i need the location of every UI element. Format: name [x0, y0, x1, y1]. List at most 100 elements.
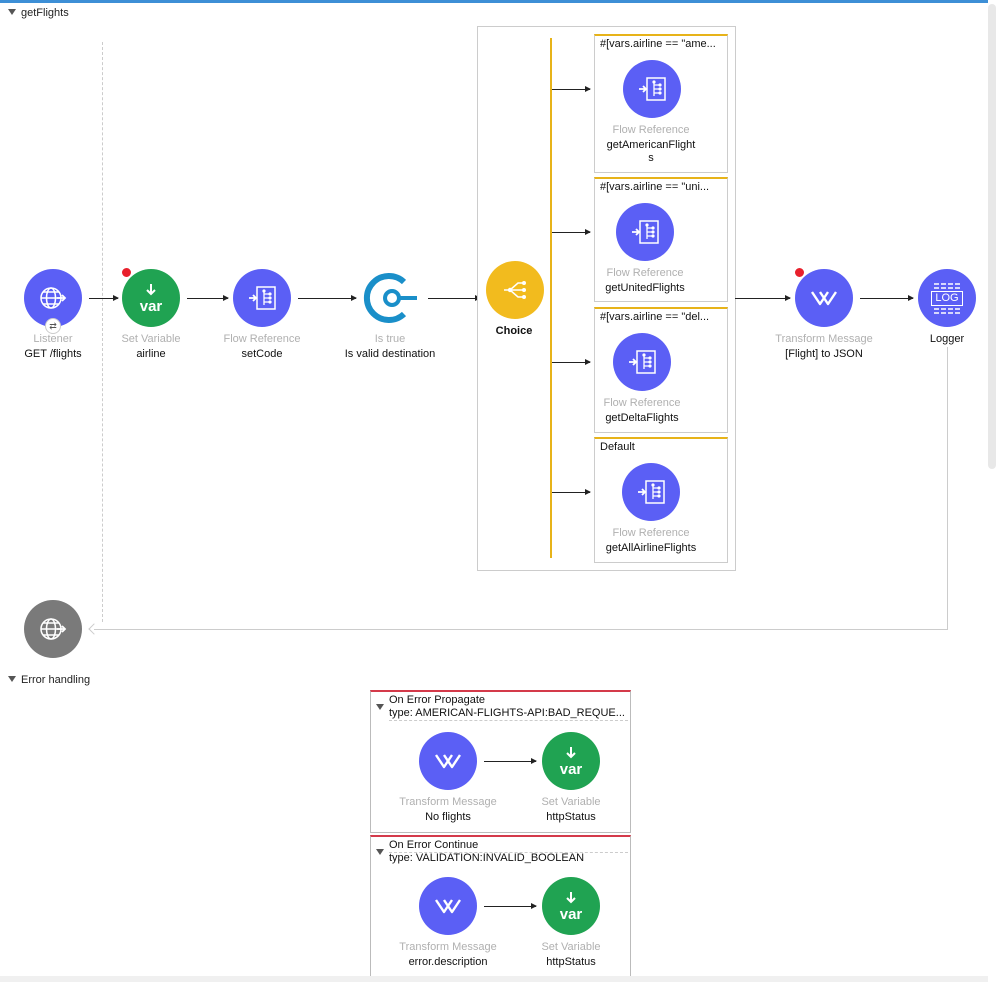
choice-name-label: Choice — [495, 325, 533, 337]
error-transform-node-2[interactable] — [419, 877, 477, 935]
flow-reference-all-node[interactable] — [622, 463, 680, 521]
error-transform-name-1: No flights — [425, 811, 471, 823]
route-2-name-label: getUnitedFlights — [605, 282, 685, 294]
choice-icon — [504, 281, 526, 299]
flow-arrow — [89, 295, 119, 301]
error-transform-type-2: Transform Message — [399, 941, 497, 953]
route-expression: #[vars.airline == "uni... — [600, 181, 710, 193]
breakpoint-dot[interactable] — [121, 267, 132, 278]
error-handler-type: type: VALIDATION:INVALID_BOOLEAN — [389, 852, 585, 864]
var-icon: var — [560, 746, 582, 777]
flow-reference-icon — [249, 286, 276, 310]
validation-icon — [363, 273, 417, 323]
transform-message-node[interactable] — [795, 269, 853, 327]
flow-reference-icon — [639, 77, 666, 101]
error-set-variable-name-2: httpStatus — [546, 956, 596, 968]
flow-arrow — [484, 903, 537, 909]
error-set-variable-type-1: Set Variable — [541, 796, 601, 808]
globe-arrow-icon — [40, 287, 67, 309]
transform-name-label: [Flight] to JSON — [785, 348, 863, 360]
set-variable-name-label: airline — [136, 348, 166, 360]
var-icon: var — [560, 891, 582, 922]
listener-node[interactable] — [24, 269, 82, 327]
choice-node[interactable] — [486, 261, 544, 319]
flow-title[interactable]: getFlights — [8, 7, 69, 19]
flow-arrow — [428, 295, 481, 301]
return-path-horizontal — [94, 629, 948, 630]
route-expression: Default — [600, 441, 635, 453]
flow-reference-icon — [629, 350, 656, 374]
source-divider — [102, 42, 103, 622]
choice-branch-line — [550, 38, 552, 558]
is-true-name-label: Is valid destination — [344, 348, 436, 360]
route-arrow — [552, 86, 591, 92]
globe-icon — [40, 618, 67, 640]
flow-reference-type-label: Flow Reference — [223, 333, 301, 345]
flow-reference-delta-node[interactable] — [613, 333, 671, 391]
flow-arrow — [735, 295, 791, 301]
flow-reference-united-node[interactable] — [616, 203, 674, 261]
error-transform-type-1: Transform Message — [399, 796, 497, 808]
transform-icon — [435, 899, 461, 914]
error-set-variable-node-2[interactable]: var — [542, 877, 600, 935]
flow-arrow — [187, 295, 229, 301]
top-accent-bar — [0, 0, 988, 3]
route-1-name-wrap: s — [648, 152, 654, 164]
route-arrow — [552, 229, 591, 235]
error-set-variable-node-1[interactable]: var — [542, 732, 600, 790]
collapse-triangle-icon[interactable] — [376, 704, 384, 710]
error-handler-title: On Error Propagate — [389, 694, 485, 706]
flow-arrow — [484, 758, 537, 764]
var-icon: var — [140, 283, 162, 314]
listener-name-label: GET /flights — [24, 348, 82, 360]
flow-reference-icon — [632, 220, 659, 244]
dashed-divider — [389, 720, 628, 721]
collapse-triangle-icon[interactable] — [376, 849, 384, 855]
set-variable-node[interactable]: var — [122, 269, 180, 327]
route-1-name-label: getAmericanFlight — [606, 139, 696, 151]
route-4-name-label: getAllAirlineFlights — [605, 542, 697, 554]
flow-reference-name-label: setCode — [241, 348, 283, 360]
error-transform-node-1[interactable] — [419, 732, 477, 790]
collapse-triangle-icon[interactable] — [8, 9, 16, 15]
error-transform-name-2: error.description — [408, 956, 488, 968]
return-path-vertical — [947, 347, 948, 629]
flow-arrow — [298, 295, 357, 301]
transform-icon — [811, 291, 837, 306]
error-set-variable-name-1: httpStatus — [546, 811, 596, 823]
is-true-node[interactable] — [362, 268, 422, 328]
route-2-type-label: Flow Reference — [606, 267, 684, 279]
flow-arrow — [860, 295, 914, 301]
logger-name-label: Logger — [929, 333, 965, 345]
response-node[interactable] — [24, 600, 82, 658]
route-4-type-label: Flow Reference — [612, 527, 690, 539]
route-3-type-label: Flow Reference — [603, 397, 681, 409]
return-arrowhead — [88, 623, 100, 635]
error-handling-title[interactable]: Error handling — [8, 674, 90, 686]
flow-reference-american-node[interactable] — [623, 60, 681, 118]
horizontal-scrollbar[interactable] — [0, 976, 988, 982]
dashed-divider — [389, 852, 628, 853]
logger-node[interactable]: LOG — [918, 269, 976, 327]
route-3-name-label: getDeltaFlights — [605, 412, 679, 424]
error-handler-title: On Error Continue — [389, 839, 479, 851]
reconnect-icon[interactable]: ⇄ — [45, 318, 61, 334]
flow-reference-setcode-node[interactable] — [233, 269, 291, 327]
error-set-variable-type-2: Set Variable — [541, 941, 601, 953]
logger-icon: LOG — [931, 282, 963, 315]
collapse-triangle-icon[interactable] — [8, 676, 16, 682]
route-arrow — [552, 489, 591, 495]
flow-reference-icon — [638, 480, 665, 504]
route-arrow — [552, 359, 591, 365]
breakpoint-dot[interactable] — [794, 267, 805, 278]
listener-type-label: Listener — [33, 333, 73, 345]
route-expression: #[vars.airline == "del... — [600, 311, 710, 323]
error-handler-type: type: AMERICAN-FLIGHTS-API:BAD_REQUE... — [389, 707, 625, 719]
transform-type-label: Transform Message — [775, 333, 873, 345]
transform-icon — [435, 754, 461, 769]
is-true-type-label: Is true — [374, 333, 406, 345]
vertical-scrollbar[interactable] — [988, 4, 996, 469]
route-expression: #[vars.airline == "ame... — [600, 38, 716, 50]
route-1-type-label: Flow Reference — [612, 124, 690, 136]
set-variable-type-label: Set Variable — [121, 333, 181, 345]
